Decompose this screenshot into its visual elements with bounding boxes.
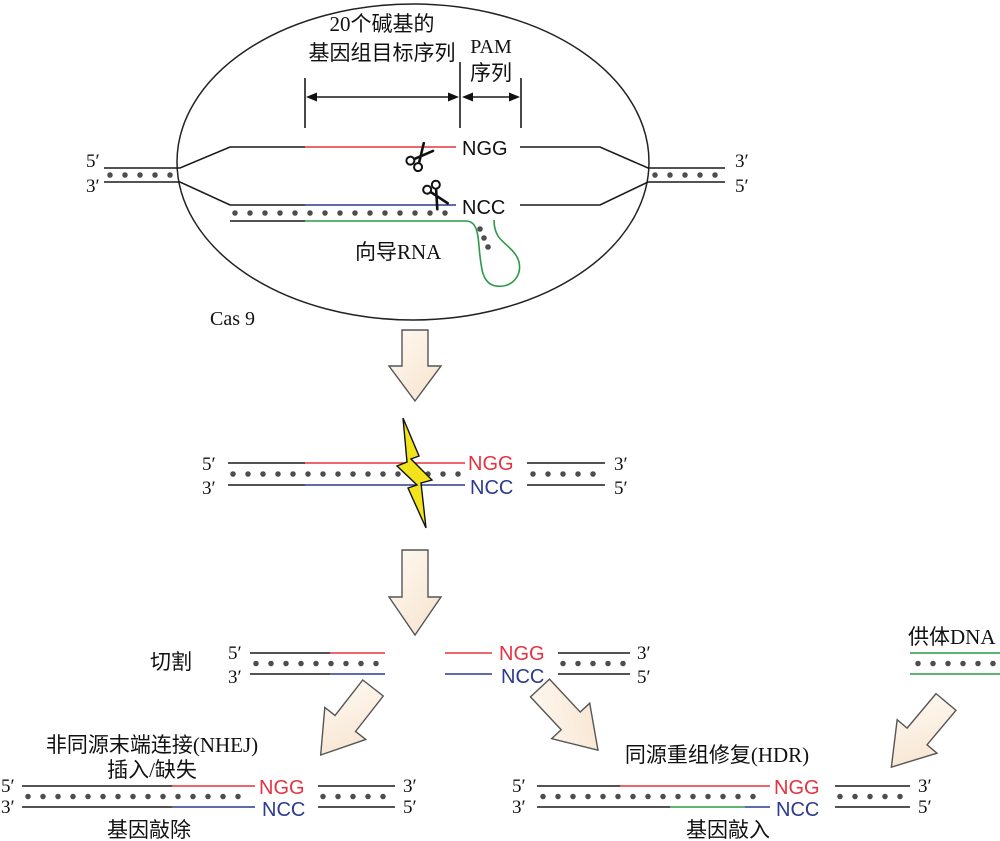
arrow-donor-to-hdr <box>890 692 957 769</box>
donor-dna-label: 供体DNA <box>908 625 996 649</box>
right-bottom-end-label: 5′ <box>614 478 628 499</box>
right-fragment-pam-top-label: NGG <box>499 643 545 665</box>
guide-rna-stem-dot <box>481 235 487 241</box>
target-span-arrowhead-left <box>306 92 317 102</box>
target-sequence-label-line2: 基因组目标序列 <box>309 41 456 65</box>
left-top-end-label: 5′ <box>1 776 15 797</box>
scissors-icon <box>405 141 435 173</box>
arrow-to-nhej <box>319 679 385 756</box>
right-fragment-bottom-end-label: 5′ <box>637 667 651 688</box>
pam-bottom-label: NCC <box>776 799 819 821</box>
right-fragment-top-end-label: 3′ <box>637 643 651 664</box>
top-strand-right <box>520 146 725 169</box>
right-bottom-end-label: 5′ <box>918 797 932 818</box>
pam-label-line2: 序列 <box>470 61 512 85</box>
right-top-end-label: 3′ <box>614 454 628 475</box>
left-bottom-end-label: 3′ <box>202 478 216 499</box>
left-bottom-end-label: 3′ <box>1 797 15 818</box>
cleavage-stage: 切割 5′ 3′ NGG NCC 3′ 5′ <box>150 643 651 688</box>
scissors-ring <box>413 162 424 173</box>
down-arrow <box>387 329 443 403</box>
target-sequence-label-line1: 20个碱基的 <box>330 12 435 36</box>
right-fragment-pam-bottom-label: NCC <box>501 666 544 688</box>
down-arrow <box>387 549 443 637</box>
left-fragment-top-end-label: 5′ <box>228 643 242 664</box>
hdr-outcome: 同源重组修复(HDR) 5′ 3′ NGG NCC 3′ 5′ 基因敲入 <box>512 743 932 841</box>
pam-span-arrowhead-right <box>509 92 520 102</box>
right-bottom-end-label: 5′ <box>735 176 749 197</box>
scissors-blade <box>429 190 449 205</box>
top-strand-left <box>104 146 305 169</box>
pam-top-label: NGG <box>462 138 508 160</box>
scissors-ring <box>430 179 441 190</box>
knockin-outcome-label: 基因敲入 <box>686 818 770 841</box>
right-bottom-end-label: 5′ <box>403 797 417 818</box>
nhej-title: 非同源末端连接(NHEJ) <box>46 733 258 757</box>
guide-rna-stem-dot <box>485 244 491 250</box>
right-top-end-label: 3′ <box>735 151 749 172</box>
double-strand-break: 5′ 3′ NGG NCC 3′ 5′ <box>202 417 628 529</box>
bottom-strand-left <box>104 181 305 206</box>
length-brackets <box>304 62 522 128</box>
target-span-arrowhead-right <box>448 92 459 102</box>
scissors-ring <box>405 155 416 166</box>
left-top-end-label: 5′ <box>512 776 526 797</box>
left-top-end-label: 5′ <box>202 454 216 475</box>
hdr-title: 同源重组修复(HDR) <box>625 743 809 767</box>
scissors-ring <box>422 184 433 195</box>
pam-bottom-label: NCC <box>262 799 305 821</box>
cleavage-label: 切割 <box>150 650 192 674</box>
pam-label-line1: PAM <box>470 36 512 58</box>
nhej-outcome: 非同源末端连接(NHEJ) 插入/缺失 5′ 3′ NGG NCC 3′ 5′ … <box>1 733 417 841</box>
left-bottom-end-label: 3′ <box>86 176 100 197</box>
guide-rna-stem-dot <box>477 226 483 232</box>
scissors-blade <box>417 141 426 165</box>
left-bottom-end-label: 3′ <box>512 797 526 818</box>
left-top-end-label: 5′ <box>86 151 100 172</box>
pam-top-label: NGG <box>468 453 514 475</box>
right-top-end-label: 3′ <box>918 776 932 797</box>
nhej-subtitle: 插入/缺失 <box>107 758 197 782</box>
guide-rna-label: 向导RNA <box>355 240 442 264</box>
scissors-blade <box>434 187 439 211</box>
lightning-bolt-icon <box>395 417 434 529</box>
scissors-icon <box>422 179 449 211</box>
knockout-outcome-label: 基因敲除 <box>107 818 191 841</box>
donor-dna: 供体DNA <box>908 625 1000 675</box>
pam-top-label: NGG <box>774 777 820 799</box>
arrow-to-hdr <box>529 678 599 752</box>
scissors-blade <box>413 149 435 161</box>
cas9-complex: Cas 9 20个碱基的 基因组目标序列 PAM 序列 5′ 3′ NGG NC… <box>86 3 749 330</box>
pam-bottom-label: NCC <box>462 197 505 219</box>
right-top-end-label: 3′ <box>403 776 417 797</box>
cas9-label: Cas 9 <box>210 308 255 330</box>
pam-span-arrowhead-left <box>462 92 473 102</box>
left-fragment-bottom-end-label: 3′ <box>228 667 242 688</box>
bottom-strand-right <box>520 181 725 206</box>
cas9-protein-outline <box>176 3 650 321</box>
pam-bottom-label: NCC <box>470 477 513 499</box>
pam-top-label: NGG <box>259 777 305 799</box>
guide-rna-strand <box>305 219 521 287</box>
